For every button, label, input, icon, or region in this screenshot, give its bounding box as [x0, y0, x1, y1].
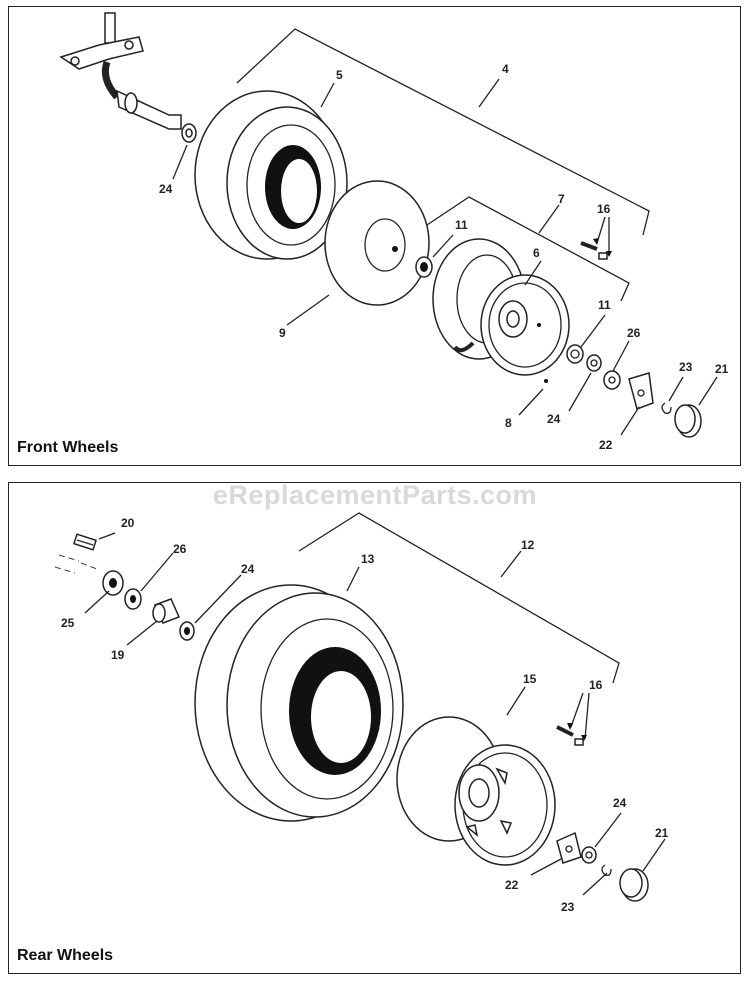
spacer-19	[152, 598, 181, 624]
washer-24-outer	[586, 354, 602, 372]
callout-4: 4	[502, 62, 509, 76]
clip-23	[661, 402, 672, 415]
callout-5: 5	[336, 68, 343, 82]
callout-7: 7	[558, 192, 565, 206]
washer-26	[603, 370, 621, 390]
callout-21-rear: 21	[655, 826, 669, 840]
front-wheels-title: Front Wheels	[17, 439, 119, 456]
callout-21: 21	[715, 362, 729, 376]
callout-22-rear: 22	[505, 878, 519, 892]
callout-16-rear: 16	[589, 678, 603, 692]
callout-8: 8	[505, 416, 512, 430]
assembly-bracket-12	[298, 512, 620, 684]
rear-wheels-diagram: 20 26 24 25 19 13 12 15 16 24 22 23 21	[54, 512, 669, 914]
rear-wheels-panel: 20 26 24 25 19 13 12 15 16 24 22 23 21 R…	[8, 482, 741, 974]
callout-26: 26	[627, 326, 641, 340]
callout-26-rear: 26	[173, 542, 187, 556]
callout-9: 9	[279, 326, 286, 340]
callout-23-rear: 23	[561, 900, 575, 914]
callout-12: 12	[521, 538, 535, 552]
callout-11-a: 11	[455, 218, 468, 232]
front-wheels-panel: 4 5 24 9 11 7 6 16 11 26 8 24 22 23 21 F…	[8, 6, 741, 466]
front-rim	[432, 238, 570, 376]
inner-tube	[324, 180, 430, 306]
callout-24-rear: 24	[241, 562, 255, 576]
valve-cap-8	[544, 379, 548, 383]
washer-24-rear-outer	[581, 846, 597, 864]
hub-cap-21-rear	[619, 868, 649, 902]
rear-rim	[396, 716, 556, 866]
callout-19: 19	[111, 648, 125, 662]
callout-24-b: 24	[547, 412, 561, 426]
bearing-11-outer	[566, 344, 584, 364]
spindle-assembly	[59, 12, 182, 130]
callout-11-b: 11	[598, 298, 611, 312]
callout-24-rear-b: 24	[613, 796, 627, 810]
callout-24: 24	[159, 182, 173, 196]
callout-16: 16	[597, 202, 611, 216]
assembly-bracket-7	[426, 196, 630, 302]
rear-tire	[194, 584, 404, 822]
callout-6: 6	[533, 246, 540, 260]
callout-23: 23	[679, 360, 693, 374]
callout-13: 13	[361, 552, 375, 566]
callout-22: 22	[599, 438, 613, 452]
callout-25: 25	[61, 616, 75, 630]
assembly-bracket-4	[236, 28, 650, 236]
pin-20	[72, 533, 98, 551]
valve-stem-rear	[556, 725, 584, 746]
valve-stem	[580, 241, 608, 260]
callout-20: 20	[121, 516, 135, 530]
front-wheels-diagram: 4 5 24 9 11 7 6 16 11 26 8 24 22 23 21	[59, 12, 729, 452]
callout-15: 15	[523, 672, 537, 686]
hub-cap-21	[674, 404, 702, 438]
rear-wheels-title: Rear Wheels	[17, 947, 114, 964]
bracket-22	[628, 372, 654, 410]
front-tire	[194, 90, 348, 260]
bracket-22-rear	[556, 831, 582, 864]
